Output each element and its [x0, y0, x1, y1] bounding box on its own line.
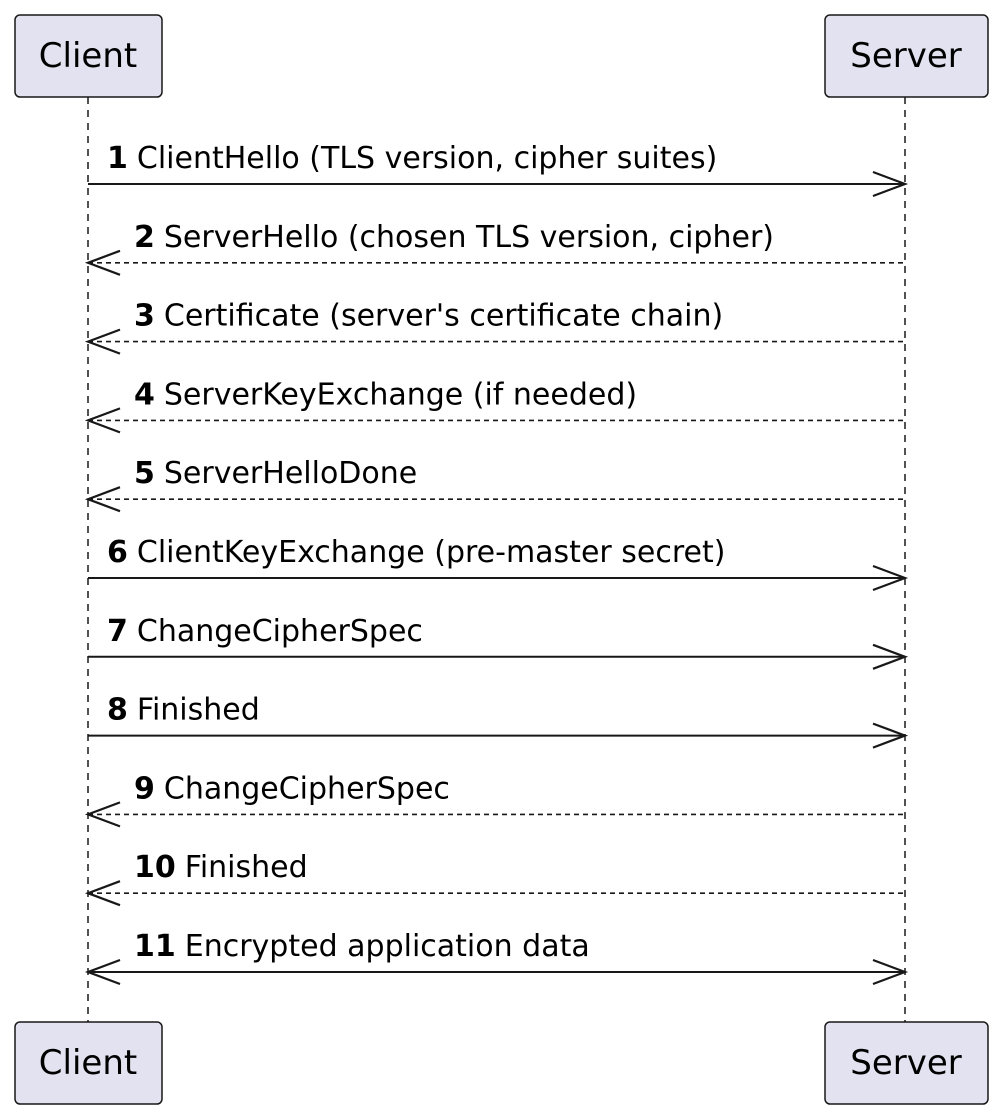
server-participant-top: Server: [824, 14, 989, 98]
message-3: 3 Certificate (server's certificate chain…: [84, 299, 905, 355]
arrow-head: [872, 170, 909, 198]
arrow-head: [872, 958, 909, 986]
message-label: 11 Encrypted application data: [134, 929, 590, 964]
message-text: ClientHello (TLS version, cipher suites): [137, 141, 717, 176]
message-label: 2 ServerHello (chosen TLS version, cipher…: [134, 220, 774, 255]
message-10: 10 Finished: [84, 850, 905, 907]
arrow-head: [84, 407, 121, 434]
message-8: 8 Finished: [88, 693, 909, 749]
arrow-head: [84, 249, 121, 276]
message-text: ServerHelloDone: [164, 456, 417, 491]
server-participant-bottom: Server: [824, 1021, 989, 1105]
message-label: 5 ServerHelloDone: [134, 456, 417, 491]
message-text: ChangeCipherSpec: [137, 614, 423, 649]
message-label: 3 Certificate (server's certificate chain…: [134, 299, 723, 334]
message-text: ServerHello (chosen TLS version, cipher): [164, 220, 774, 255]
arrow-head: [84, 958, 121, 986]
client-participant-bottom: Client: [14, 1021, 163, 1105]
message-number: 2: [134, 220, 155, 255]
participant-label: Client: [39, 36, 137, 76]
message-number: 11: [134, 929, 176, 964]
message-label: 7 ChangeCipherSpec: [107, 614, 423, 649]
participant-box: [824, 14, 989, 98]
participant-box: [824, 1021, 989, 1105]
message-5: 5 ServerHelloDone: [84, 456, 905, 513]
message-text: ChangeCipherSpec: [164, 771, 450, 806]
message-label: 1 ClientHello (TLS version, cipher suites…: [107, 141, 717, 176]
message-9: 9 ChangeCipherSpec: [84, 771, 905, 828]
message-label: 6 ClientKeyExchange (pre-master secret): [107, 535, 725, 570]
message-number: 4: [134, 377, 155, 412]
message-text: ClientKeyExchange (pre-master secret): [137, 535, 726, 570]
message-text: ServerKeyExchange (if needed): [164, 377, 637, 412]
message-number: 3: [134, 299, 155, 334]
participant-box: [14, 14, 163, 98]
message-number: 9: [134, 771, 155, 806]
message-number: 6: [107, 535, 128, 570]
message-number: 10: [134, 850, 176, 885]
message-2: 2 ServerHello (chosen TLS version, cipher…: [84, 220, 905, 276]
participant-label: Server: [850, 36, 962, 76]
message-11: 11 Encrypted application data: [84, 929, 909, 986]
message-1: 1 ClientHello (TLS version, cipher suites…: [88, 141, 909, 198]
message-text: Encrypted application data: [185, 929, 590, 964]
arrow-head: [84, 801, 121, 828]
message-6: 6 ClientKeyExchange (pre-master secret): [88, 535, 909, 592]
participant-label: Server: [850, 1043, 962, 1083]
client-participant-top: Client: [14, 14, 163, 98]
message-label: 9 ChangeCipherSpec: [134, 771, 450, 806]
message-list: 1 ClientHello (TLS version, cipher suites…: [84, 141, 909, 986]
arrow-head: [84, 880, 121, 907]
arrow-head: [872, 564, 909, 592]
message-text: Finished: [137, 693, 260, 728]
arrow-head: [84, 486, 121, 513]
participant-box: [14, 1021, 163, 1105]
message-4: 4 ServerKeyExchange (if needed): [84, 377, 905, 434]
message-text: Finished: [185, 850, 308, 885]
message-label: 4 ServerKeyExchange (if needed): [134, 377, 637, 412]
message-number: 5: [134, 456, 155, 491]
message-label: 8 Finished: [107, 693, 260, 728]
arrow-head: [872, 722, 909, 749]
message-number: 8: [107, 693, 128, 728]
message-label: 10 Finished: [134, 850, 308, 885]
participant-label: Client: [39, 1043, 137, 1083]
arrow-head: [84, 328, 121, 355]
arrow-head: [872, 643, 909, 670]
message-number: 1: [107, 141, 128, 176]
message-text: Certificate (server's certificate chain): [164, 299, 723, 334]
message-7: 7 ChangeCipherSpec: [88, 614, 909, 670]
message-number: 7: [107, 614, 128, 649]
